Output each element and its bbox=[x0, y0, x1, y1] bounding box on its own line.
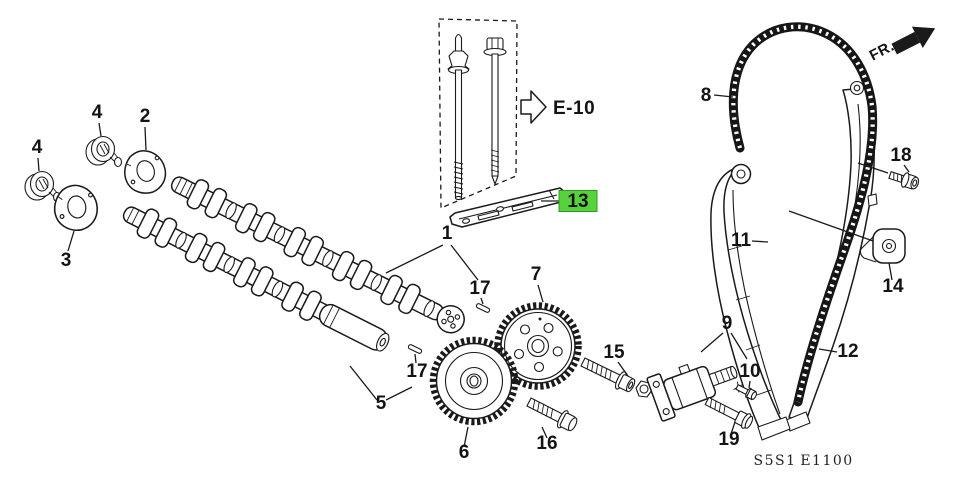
leader-8 bbox=[713, 94, 734, 98]
end-plate-upper bbox=[124, 150, 167, 194]
part-label-13-highlighted[interactable]: 13 bbox=[558, 190, 598, 213]
flange-bolt-15 bbox=[580, 357, 636, 393]
camshaft-upper bbox=[170, 176, 465, 334]
chain-guide-side bbox=[710, 163, 791, 441]
cam-key-upper bbox=[475, 303, 491, 313]
part-label-19[interactable]: 19 bbox=[718, 429, 739, 450]
stud-bolt-left bbox=[447, 33, 470, 201]
diagram-code-right: E1100 bbox=[800, 453, 853, 469]
part-label-5[interactable]: 5 bbox=[376, 393, 387, 414]
part-label-18[interactable]: 18 bbox=[890, 145, 911, 166]
cam-seal-left bbox=[24, 170, 62, 203]
flange-bolt-16 bbox=[526, 397, 578, 432]
part-label-6[interactable]: 6 bbox=[459, 442, 470, 463]
flange-bolt-long bbox=[483, 37, 507, 185]
leader-17-lower bbox=[414, 353, 417, 364]
leader-3 bbox=[67, 230, 75, 252]
highlight-box-border bbox=[558, 190, 598, 212]
leader-7 bbox=[537, 284, 544, 303]
leader-12 bbox=[818, 348, 838, 353]
part-label-12[interactable]: 12 bbox=[837, 341, 858, 362]
part-label-11[interactable]: 11 bbox=[731, 230, 752, 251]
part-label-8[interactable]: 8 bbox=[701, 85, 712, 106]
chain-tensioner-assy bbox=[646, 363, 738, 422]
leader-lines bbox=[37, 94, 910, 448]
leader-6 bbox=[463, 426, 469, 448]
part-label-7[interactable]: 7 bbox=[531, 264, 542, 285]
part-label-4-upper[interactable]: 4 bbox=[92, 102, 103, 123]
leader-14 bbox=[788, 210, 893, 281]
e10-ref-label[interactable]: E-10 bbox=[553, 98, 595, 119]
part-label-17-upper[interactable]: 17 bbox=[469, 278, 490, 299]
part-label-13[interactable]: 13 bbox=[567, 191, 588, 212]
cam-sprocket-gear bbox=[429, 336, 519, 426]
part-label-3[interactable]: 3 bbox=[61, 250, 72, 271]
bracket-9 bbox=[700, 332, 748, 360]
chain-guide-upper-part bbox=[449, 187, 567, 228]
leader-17-upper bbox=[480, 297, 484, 305]
cam-key-lower bbox=[407, 344, 423, 354]
leader-15 bbox=[617, 361, 629, 377]
part-label-2[interactable]: 2 bbox=[140, 106, 151, 127]
leader-4-upper bbox=[98, 122, 102, 137]
timing-chain bbox=[728, 22, 878, 407]
part-label-17-lower[interactable]: 17 bbox=[406, 361, 427, 382]
part-label-10[interactable]: 10 bbox=[739, 361, 760, 382]
leader-10 bbox=[748, 380, 751, 389]
leader-19 bbox=[730, 421, 736, 435]
highlight-box[interactable] bbox=[559, 190, 597, 212]
leader-4-left bbox=[37, 157, 40, 172]
tensioner-slipper-guide bbox=[785, 80, 878, 432]
part-label-15[interactable]: 15 bbox=[603, 342, 625, 363]
mount-grommet-14 bbox=[859, 228, 906, 264]
sealing-bolt-10 bbox=[733, 381, 758, 401]
cam-seal-upper bbox=[85, 135, 123, 168]
leader-2 bbox=[144, 126, 147, 151]
leader-18 bbox=[857, 162, 910, 174]
part-label-1[interactable]: 1 bbox=[442, 223, 453, 244]
bracket-1 bbox=[385, 244, 479, 281]
flange-bolt-19 bbox=[704, 396, 754, 429]
end-plate-lower bbox=[51, 182, 102, 234]
part-label-4-left[interactable]: 4 bbox=[32, 137, 43, 158]
leader-11 bbox=[751, 240, 769, 243]
part-label-9[interactable]: 9 bbox=[722, 313, 733, 334]
part-label-14[interactable]: 14 bbox=[882, 276, 904, 297]
fr-direction-arrow-icon bbox=[891, 26, 936, 55]
vtc-actuator-gear bbox=[494, 302, 582, 390]
part-label-16[interactable]: 16 bbox=[536, 433, 557, 454]
fr-label: FR. bbox=[867, 38, 898, 65]
diagram-code-left: S5S1 bbox=[754, 453, 797, 469]
leader-16 bbox=[541, 426, 548, 439]
bracket-5 bbox=[349, 365, 413, 401]
bolt-reference-box bbox=[438, 18, 518, 209]
flange-bolt-18 bbox=[888, 171, 920, 190]
e10-arrow-icon bbox=[520, 90, 547, 124]
camshaft-lower bbox=[122, 206, 390, 352]
